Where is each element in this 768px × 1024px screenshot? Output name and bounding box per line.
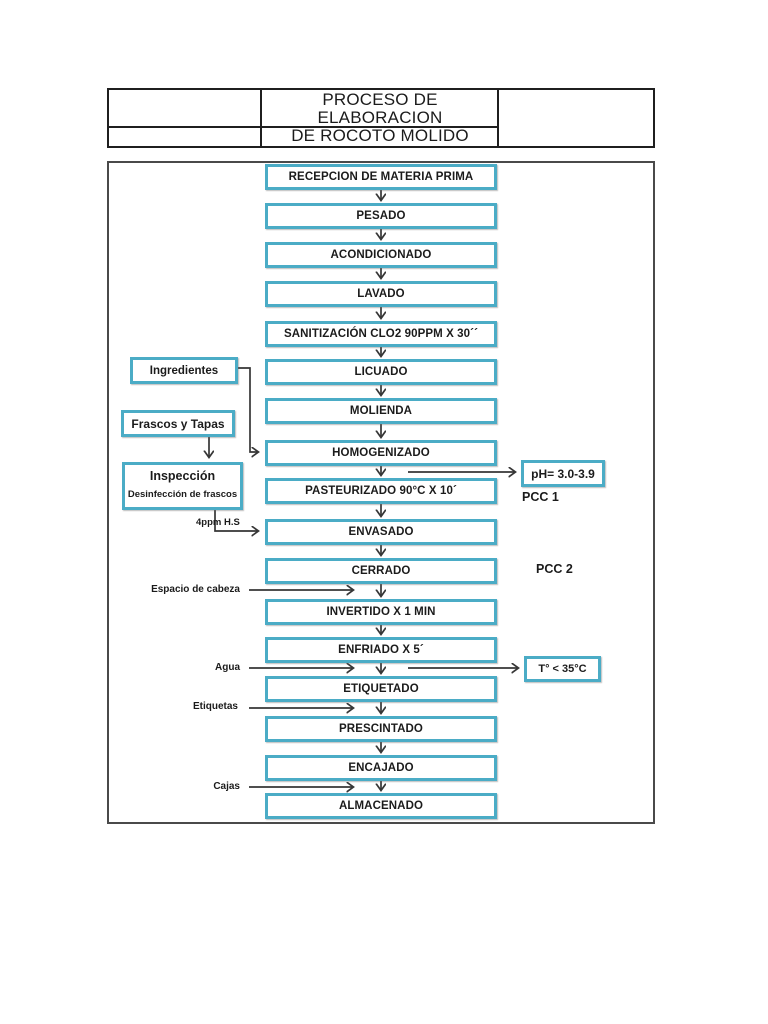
flowchart-frame [107,161,655,824]
step-acondicionado: ACONDICIONADO [265,242,497,268]
step-etiquetado: ETIQUETADO [265,676,497,702]
step-sanitizacion: SANITIZACIÓN CLO2 90PPM X 30´´ [265,321,497,347]
page-title-line1: PROCESO DE ELABORACION [317,90,443,127]
label-4ppm-hs: 4ppm H.S [196,517,240,528]
header-table: PROCESO DE ELABORACION DE ROCOTO MOLIDO [107,88,655,148]
label-etiquetas: Etiquetas [192,701,238,712]
step-homogenizado: HOMOGENIZADO [265,440,497,466]
label-cajas: Cajas [213,781,240,792]
step-encajado: ENCAJADO [265,755,497,781]
step-almacenado: ALMACENADO [265,793,497,819]
box-inspeccion: Inspección Desinfección de frascos [122,462,243,510]
box-ph-limit: pH= 3.0-3.9 [521,460,605,487]
step-pasteurizado: PASTEURIZADO 90°C X 10´ [265,478,497,504]
label-espacio-de-cabeza: Espacio de cabeza [151,584,240,595]
step-prescintado: PRESCINTADO [265,716,497,742]
step-recepcion: RECEPCION DE MATERIA PRIMA [265,164,497,190]
inspeccion-subtitle: Desinfección de frascos [127,489,238,500]
box-ingredientes: Ingredientes [130,357,238,384]
inspeccion-title: Inspección [149,469,216,483]
step-molienda: MOLIENDA [265,398,497,424]
header-table-row-divider [109,126,499,128]
step-pesado: PESADO [265,203,497,229]
step-enfriado: ENFRIADO X 5´ [265,637,497,663]
box-temp-limit: T° < 35°C [524,656,601,682]
label-pcc1: PCC 1 [522,490,559,504]
header-table-divider-2 [497,90,499,146]
box-frascos-y-tapas: Frascos y Tapas [121,410,235,437]
step-invertido: INVERTIDO X 1 MIN [265,599,497,625]
page-title-line2: DE ROCOTO MOLIDO [291,126,469,145]
step-cerrado: CERRADO [265,558,497,584]
label-agua: Agua [215,662,240,673]
page-title: PROCESO DE ELABORACION DE ROCOTO MOLIDO [261,91,499,145]
header-table-divider-1 [260,90,262,146]
step-lavado: LAVADO [265,281,497,307]
step-envasado: ENVASADO [265,519,497,545]
label-pcc2: PCC 2 [536,562,573,576]
step-licuado: LICUADO [265,359,497,385]
